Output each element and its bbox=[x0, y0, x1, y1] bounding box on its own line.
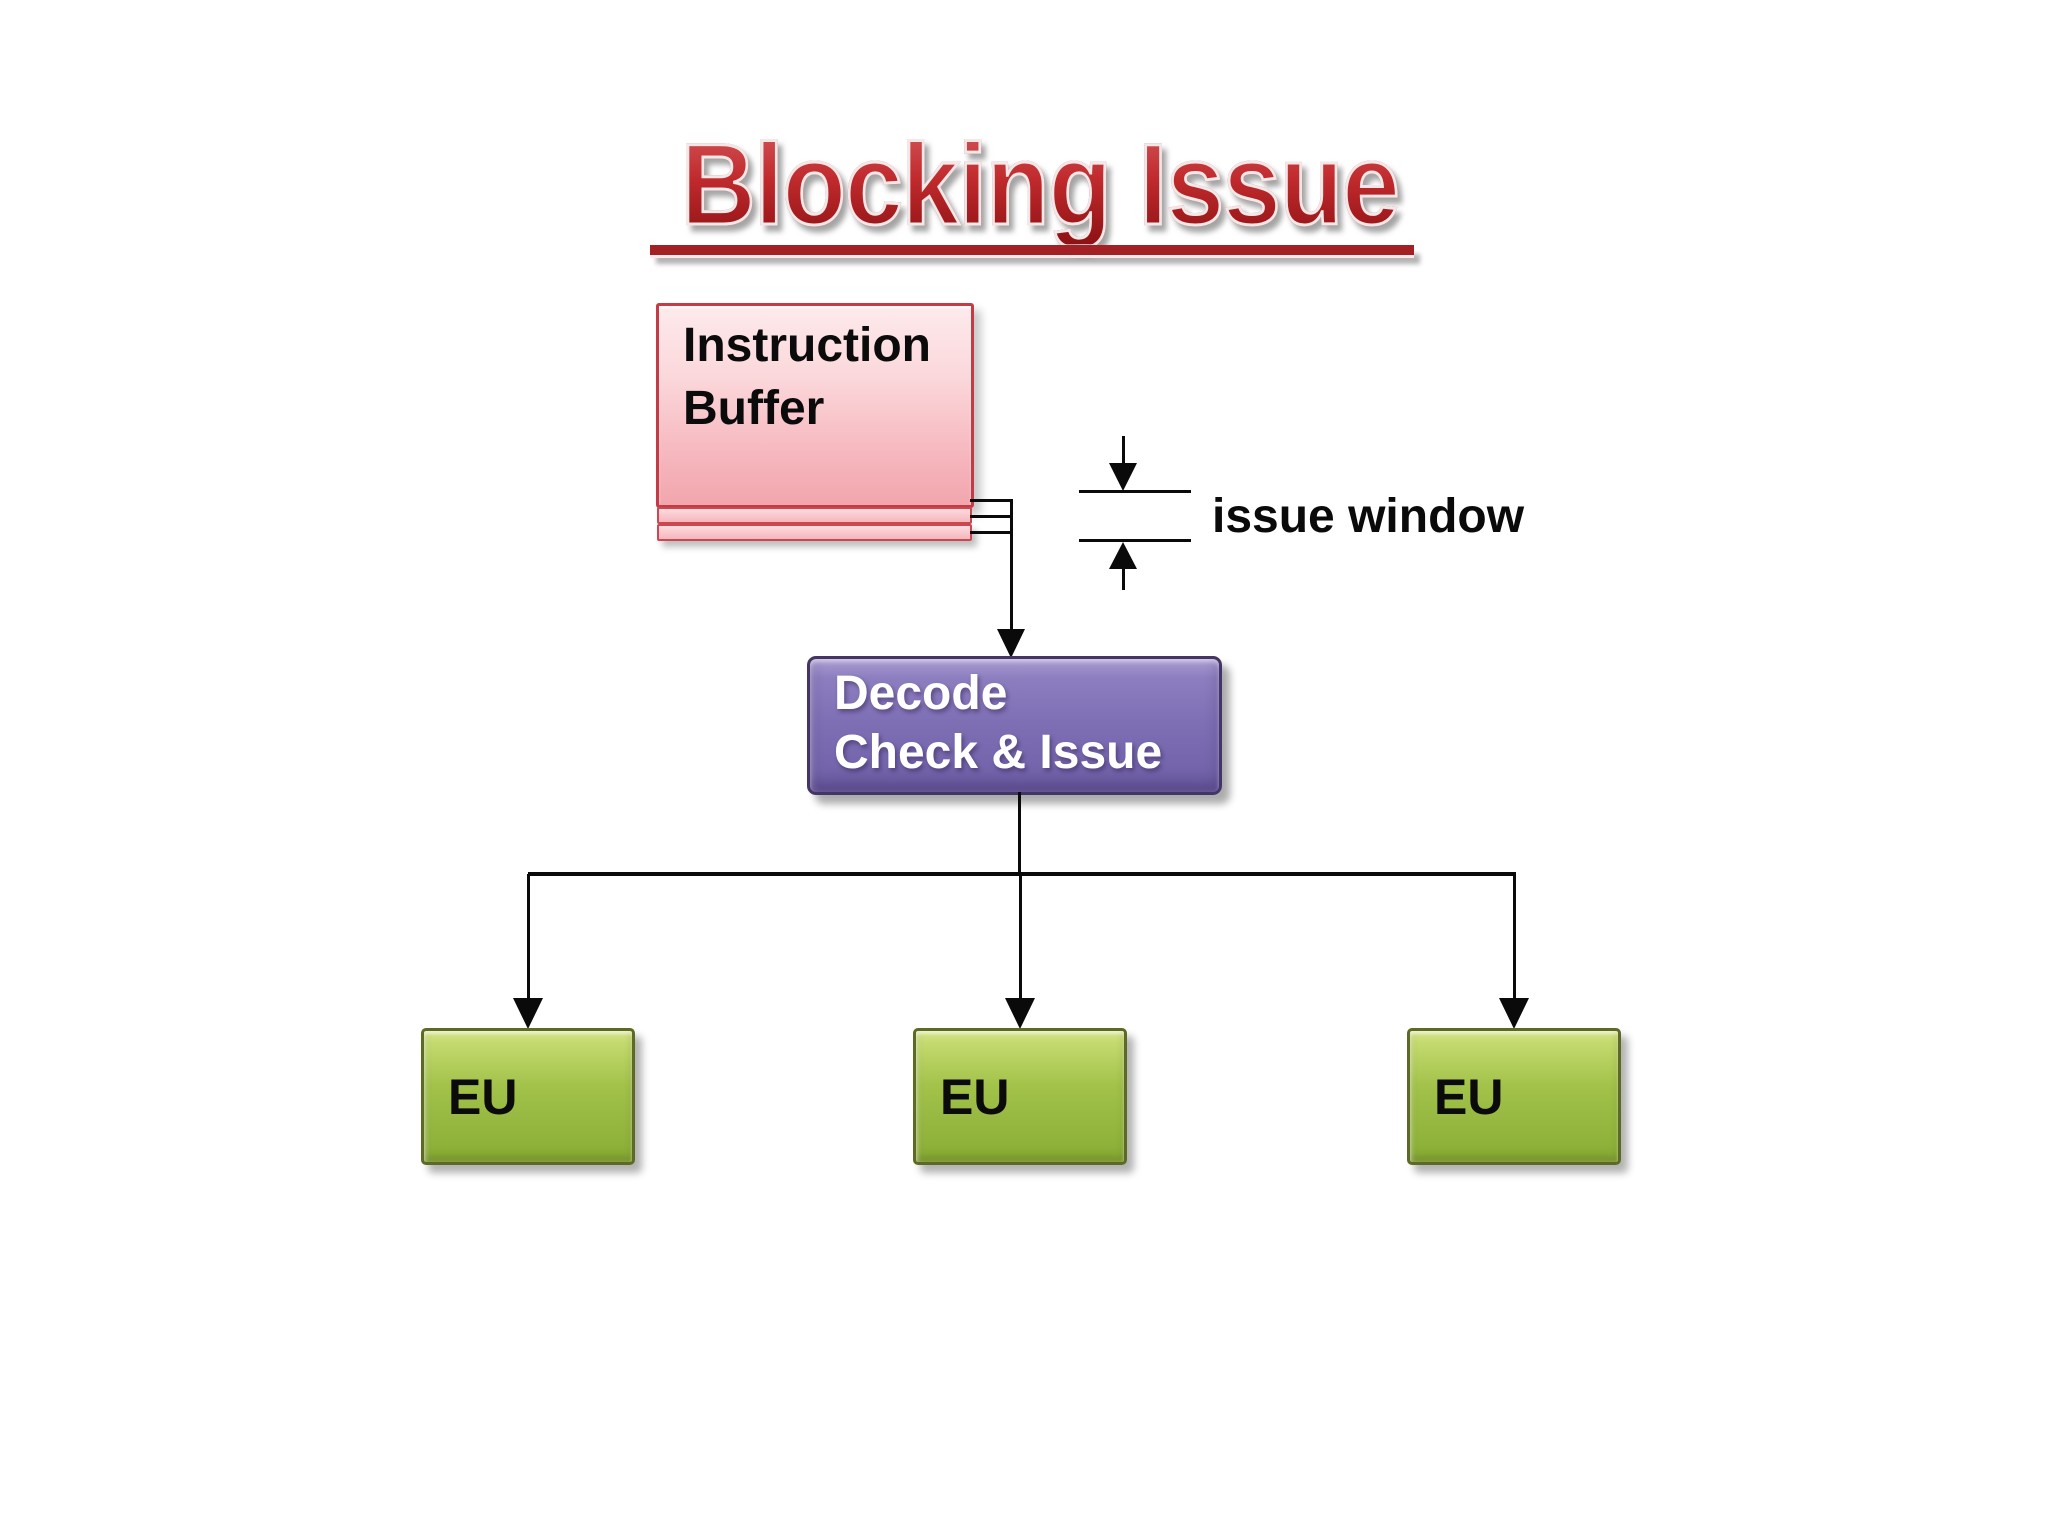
measure-line-top bbox=[1079, 490, 1191, 493]
measure-arrow-down-icon bbox=[1109, 463, 1137, 491]
arrow-to-eu-1-head-icon bbox=[513, 998, 543, 1029]
tap-line-2 bbox=[970, 515, 1013, 518]
instruction-buffer-label: Instruction Buffer bbox=[683, 319, 931, 435]
measure-line-bottom bbox=[1079, 539, 1191, 542]
eu-label-1: EU bbox=[448, 1068, 518, 1125]
decode-check-issue-box: Decode Check & Issue bbox=[807, 656, 1222, 795]
instruction-buffer-row-1 bbox=[657, 507, 972, 524]
arrow-to-eu-2-stem bbox=[1019, 874, 1022, 999]
title-underline bbox=[650, 245, 1414, 255]
arrow-to-eu-1-stem bbox=[527, 874, 530, 999]
instruction-buffer-box: Instruction Buffer bbox=[656, 303, 974, 508]
eu-box-2: EU bbox=[913, 1028, 1127, 1165]
eu-label-2: EU bbox=[940, 1068, 1010, 1125]
tap-line-3 bbox=[970, 531, 1013, 534]
measure-arrow-down-stem bbox=[1122, 436, 1125, 466]
issue-window-label: issue window bbox=[1212, 490, 1525, 543]
arrow-buffer-to-decode-head-icon bbox=[997, 629, 1025, 658]
tap-line-1 bbox=[970, 499, 1013, 502]
instruction-buffer-row-2 bbox=[657, 524, 972, 541]
eu-box-1: EU bbox=[421, 1028, 635, 1165]
connector-horizontal bbox=[528, 872, 1516, 876]
decode-check-issue-label: Decode Check & Issue bbox=[834, 667, 1163, 779]
eu-label-3: EU bbox=[1434, 1068, 1504, 1125]
arrow-to-eu-3-stem bbox=[1513, 874, 1516, 999]
page-title: Blocking Issue bbox=[680, 121, 1401, 249]
measure-arrow-up-stem bbox=[1122, 567, 1125, 590]
connector-stub bbox=[1018, 792, 1021, 874]
eu-box-3: EU bbox=[1407, 1028, 1621, 1165]
measure-arrow-up-icon bbox=[1109, 542, 1137, 569]
arrow-to-eu-3-head-icon bbox=[1499, 998, 1529, 1029]
arrow-buffer-to-decode-stem bbox=[1010, 499, 1013, 632]
arrow-to-eu-2-head-icon bbox=[1005, 998, 1035, 1029]
